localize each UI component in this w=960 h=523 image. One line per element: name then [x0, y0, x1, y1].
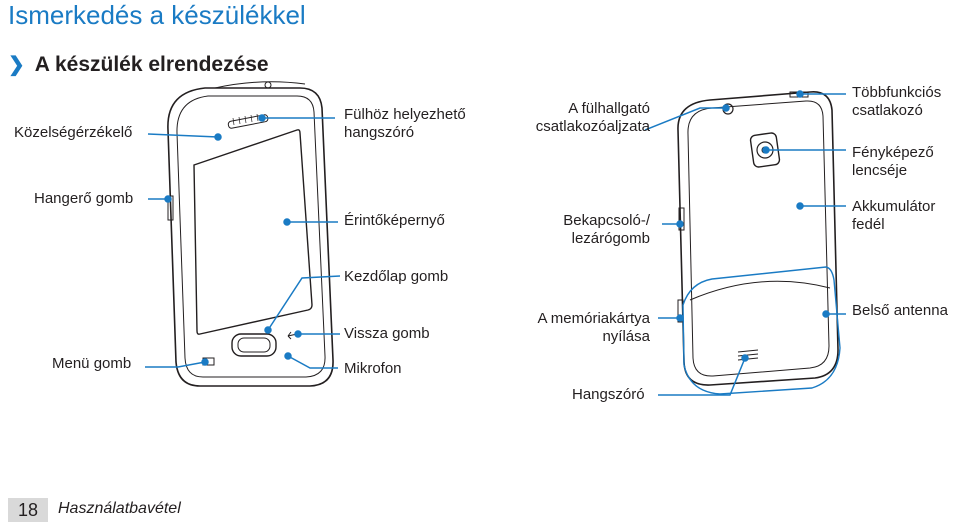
front-home-button-inner	[237, 337, 271, 353]
label-power-key: Bekapcsoló-/ lezárógomb	[520, 212, 650, 248]
label-multifunction-jack-line2: csatlakozó	[852, 102, 923, 119]
dot-back	[294, 330, 302, 338]
antenna-outline	[682, 266, 841, 395]
label-home-key: Kezdőlap gomb	[344, 268, 449, 285]
dot-battery	[796, 202, 804, 210]
back-phone	[677, 91, 839, 386]
back-phone-body	[677, 91, 839, 386]
label-memory-slot-line1: A memóriakártya	[537, 310, 650, 327]
label-back-key: Vissza gomb	[344, 325, 430, 342]
dot-antenna	[822, 310, 830, 318]
front-top-jack	[264, 81, 272, 89]
front-top-edge	[214, 81, 306, 89]
label-memory-slot-line2: nyílása	[602, 328, 650, 345]
label-memory-slot: A memóriakártya nyílása	[500, 310, 650, 346]
label-battery-cover: Akkumulátor fedél	[852, 198, 935, 234]
label-camera-lens-line2: lencséje	[852, 162, 908, 179]
section-heading: ❯ A készülék elrendezése	[8, 52, 269, 77]
back-battery-cover-line	[689, 280, 831, 301]
label-earpiece: Fülhöz helyezhető hangszóró	[344, 106, 466, 142]
back-power-key	[678, 207, 685, 231]
page-number: 18	[8, 498, 48, 522]
label-camera-lens-line1: Fényképező	[852, 144, 934, 161]
footer-section: Használatbavétel	[58, 500, 181, 517]
dot-headset	[722, 104, 730, 112]
dot-home	[264, 326, 272, 334]
label-earpiece-line1: Fülhöz helyezhető	[344, 106, 466, 123]
label-power-key-line2: lezárógomb	[571, 230, 650, 247]
dot-menu	[201, 358, 209, 366]
label-volume-key: Hangerő gomb	[34, 190, 134, 207]
label-headset-jack: A fülhallgató csatlakozóaljzata	[504, 100, 650, 136]
back-phone-inner-edge	[687, 100, 830, 377]
dot-camera	[762, 146, 770, 154]
label-touchscreen: Érintőképernyő	[344, 212, 445, 229]
label-earpiece-line2: hangszóró	[344, 124, 415, 141]
page-title: Ismerkedés a készülékkel	[8, 0, 306, 30]
label-menu-key: Menü gomb	[52, 355, 132, 372]
label-camera-lens: Fényképező lencséje	[852, 144, 934, 180]
dot-mic	[284, 352, 292, 360]
front-volume-key	[167, 195, 174, 221]
dot-speaker	[741, 354, 749, 362]
label-proximity-sensor: Közelségérzékelő	[14, 124, 133, 141]
front-screen	[193, 129, 313, 335]
label-headset-jack-line1: A fülhallgató	[568, 100, 650, 117]
label-battery-cover-line2: fedél	[852, 216, 885, 233]
dot-volume	[164, 195, 172, 203]
front-home-button	[231, 333, 277, 357]
label-microphone: Mikrofon	[344, 360, 402, 377]
dot-earpiece	[258, 114, 266, 122]
label-multifunction-jack: Többfunkciós csatlakozó	[852, 84, 941, 120]
label-speaker: Hangszóró	[572, 386, 645, 403]
front-phone-inner-edge	[176, 95, 326, 378]
dot-memory	[676, 314, 684, 322]
front-phone-body	[167, 87, 334, 387]
chevron-right-icon: ❯	[8, 54, 25, 76]
dot-multifunction	[796, 90, 804, 98]
dot-proximity	[214, 133, 222, 141]
dot-touchscreen	[283, 218, 291, 226]
label-battery-cover-line1: Akkumulátor	[852, 198, 936, 215]
dot-power	[676, 220, 684, 228]
label-power-key-line1: Bekapcsoló-/	[563, 212, 650, 229]
section-heading-text: A készülék elrendezése	[34, 53, 269, 76]
label-multifunction-jack-line1: Többfunkciós	[852, 84, 942, 101]
back-camera-housing	[749, 132, 781, 168]
label-internal-antenna: Belső antenna	[852, 302, 948, 319]
label-headset-jack-line2: csatlakozóaljzata	[535, 118, 650, 135]
front-phone	[167, 81, 334, 387]
